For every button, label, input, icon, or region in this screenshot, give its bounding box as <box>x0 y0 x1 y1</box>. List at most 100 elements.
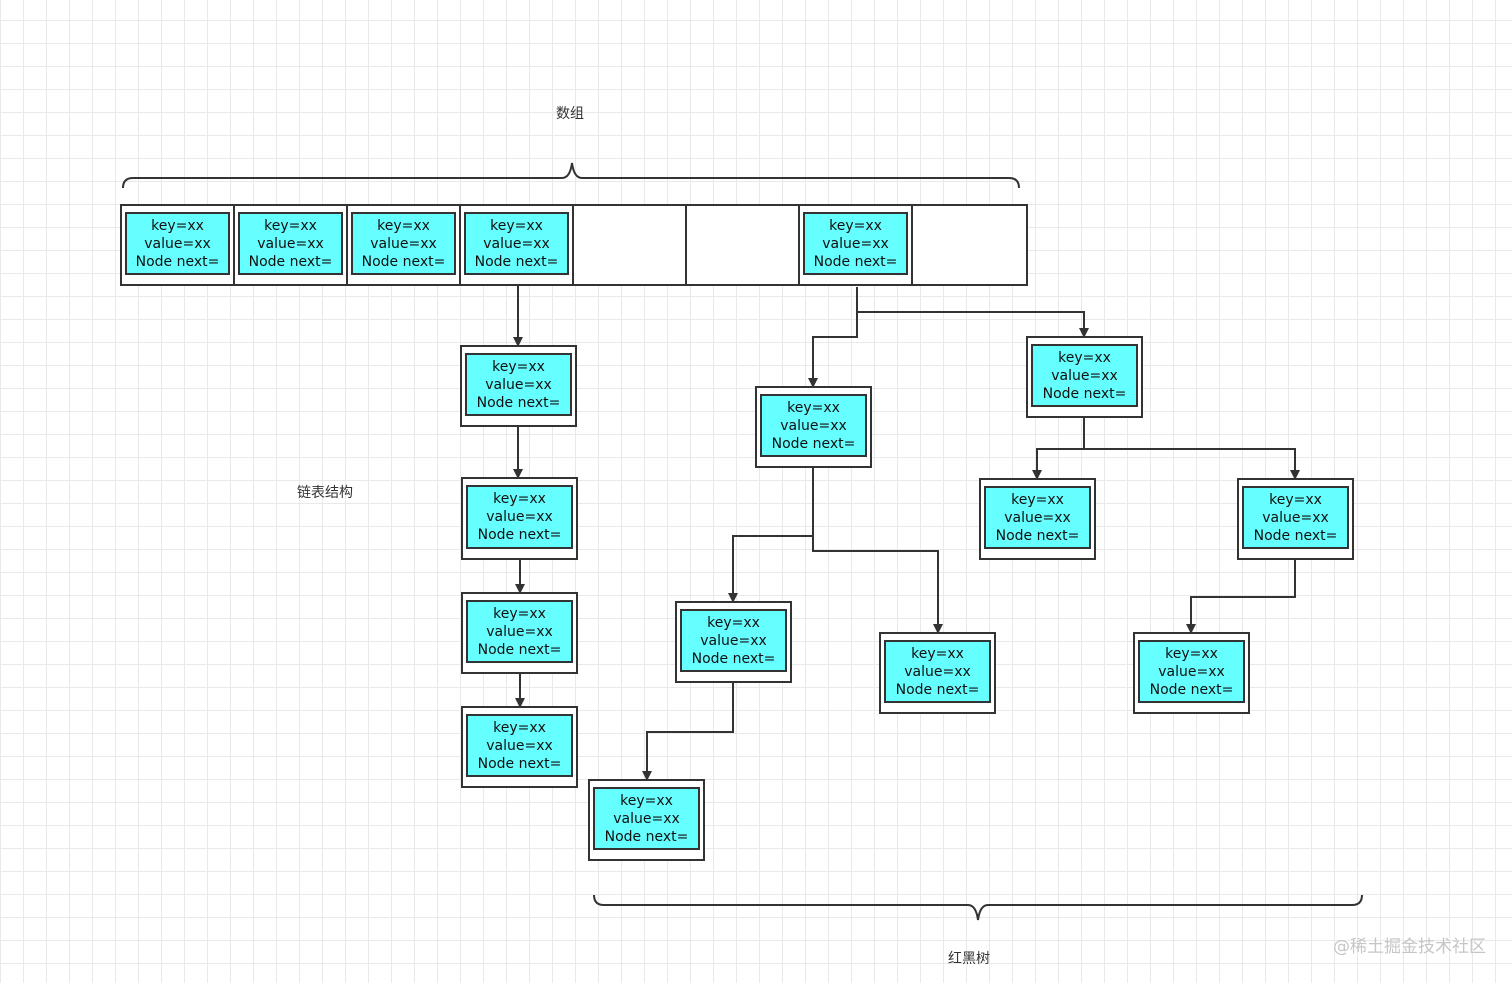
node-key: key=xx <box>1165 645 1218 662</box>
node-key: key=xx <box>377 217 430 234</box>
node-next: Node next= <box>476 394 561 411</box>
edge-slot7-right <box>857 311 1089 338</box>
node-value: value=xx <box>1004 509 1071 526</box>
node-key: key=xx <box>911 645 964 662</box>
list-node-4-body: key=xx value=xx Node next= <box>466 714 573 777</box>
tree-node-right-root-body: key=xx value=xx Node next= <box>1031 344 1138 407</box>
node-next: Node next= <box>995 527 1080 544</box>
node-next: Node next= <box>477 755 562 772</box>
watermark: @稀土掘金技术社区 <box>1333 937 1486 957</box>
edge-r2-rl <box>1032 418 1085 480</box>
node-value: value=xx <box>700 632 767 649</box>
tree-node-rrl: key=xx value=xx Node next= <box>1133 632 1250 714</box>
tree-node-rrl-body: key=xx value=xx Node next= <box>1138 640 1245 703</box>
node-key: key=xx <box>490 217 543 234</box>
tree-node-lll: key=xx value=xx Node next= <box>588 779 705 861</box>
array-slot-7-node: key=xx value=xx Node next= <box>803 212 908 275</box>
tree-node-rl-body: key=xx value=xx Node next= <box>984 486 1091 549</box>
tree-node-right-root: key=xx value=xx Node next= <box>1026 336 1143 418</box>
linked-list-label: 链表结构 <box>297 485 353 501</box>
node-key: key=xx <box>493 605 546 622</box>
array-slot-4: key=xx value=xx Node next= <box>459 204 574 286</box>
tree-node-ll-body: key=xx value=xx Node next= <box>680 609 787 672</box>
node-value: value=xx <box>144 235 211 252</box>
node-value: value=xx <box>780 417 847 434</box>
node-next: Node next= <box>361 253 446 270</box>
node-value: value=xx <box>486 509 553 525</box>
edge-slot7-left <box>808 287 858 388</box>
node-value: value=xx <box>483 235 550 252</box>
array-slot-4-node: key=xx value=xx Node next= <box>464 212 569 275</box>
tree-node-left-root-body: key=xx value=xx Node next= <box>760 394 867 457</box>
array-slot-6-empty <box>685 204 800 286</box>
array-slot-1: key=xx value=xx Node next= <box>120 204 235 286</box>
node-next: Node next= <box>248 253 333 270</box>
array-slot-8-empty <box>911 204 1028 286</box>
node-value: value=xx <box>1158 663 1225 680</box>
tree-node-lr: key=xx value=xx Node next= <box>879 632 996 714</box>
node-value: value=xx <box>486 737 553 754</box>
tree-node-rr-body: key=xx value=xx Node next= <box>1242 486 1349 549</box>
node-next: Node next= <box>813 253 898 270</box>
list-node-2-body: key=xx value=xx Node next= <box>466 485 573 549</box>
tree-node-lr-body: key=xx value=xx Node next= <box>884 640 991 703</box>
array-label: 数组 <box>556 106 584 122</box>
node-value: value=xx <box>486 623 553 640</box>
node-key: key=xx <box>707 614 760 631</box>
tree-node-ll: key=xx value=xx Node next= <box>675 601 792 683</box>
node-value: value=xx <box>485 376 552 393</box>
node-key: key=xx <box>829 217 882 234</box>
node-next: Node next= <box>135 253 220 270</box>
node-next: Node next= <box>474 253 559 270</box>
node-next: Node next= <box>895 681 980 698</box>
array-slot-3-node: key=xx value=xx Node next= <box>351 212 456 275</box>
node-next: Node next= <box>477 527 562 543</box>
array-slot-3: key=xx value=xx Node next= <box>346 204 461 286</box>
array-slot-2: key=xx value=xx Node next= <box>233 204 348 286</box>
tree-node-rl: key=xx value=xx Node next= <box>979 478 1096 560</box>
node-key: key=xx <box>151 217 204 234</box>
edge-r1-ll <box>728 468 814 603</box>
node-key: key=xx <box>1269 491 1322 508</box>
array-slot-7: key=xx value=xx Node next= <box>798 204 913 286</box>
node-value: value=xx <box>904 663 971 680</box>
list-node-1-body: key=xx value=xx Node next= <box>465 353 572 416</box>
node-value: value=xx <box>822 235 889 252</box>
node-value: value=xx <box>1051 367 1118 384</box>
list-node-4: key=xx value=xx Node next= <box>461 706 578 788</box>
node-next: Node next= <box>771 435 856 452</box>
list-node-1: key=xx value=xx Node next= <box>460 345 577 427</box>
edge-rr-rrl <box>1186 560 1296 634</box>
node-key: key=xx <box>1058 349 1111 366</box>
node-next: Node next= <box>477 641 562 658</box>
array-brace <box>122 162 1020 189</box>
array-slot-1-node: key=xx value=xx Node next= <box>125 212 230 275</box>
node-next: Node next= <box>1149 681 1234 698</box>
edge-r2-rr <box>1084 448 1300 480</box>
rbtree-brace <box>593 894 1363 921</box>
list-node-2: key=xx value=xx Node next= <box>461 477 578 560</box>
node-key: key=xx <box>1011 491 1064 508</box>
edge-r1-lr <box>812 536 943 634</box>
node-value: value=xx <box>1262 509 1329 526</box>
node-value: value=xx <box>613 810 680 827</box>
array-slot-5-empty <box>572 204 687 286</box>
node-key: key=xx <box>493 719 546 736</box>
node-next: Node next= <box>691 650 776 667</box>
tree-node-rr: key=xx value=xx Node next= <box>1237 478 1354 560</box>
node-next: Node next= <box>1042 385 1127 402</box>
tree-node-lll-body: key=xx value=xx Node next= <box>593 787 700 850</box>
tree-node-left-root: key=xx value=xx Node next= <box>755 386 872 468</box>
node-next: Node next= <box>604 828 689 845</box>
array-slot-2-node: key=xx value=xx Node next= <box>238 212 343 275</box>
node-key: key=xx <box>787 399 840 416</box>
node-key: key=xx <box>492 358 545 375</box>
node-key: key=xx <box>620 792 673 809</box>
list-node-3-body: key=xx value=xx Node next= <box>466 600 573 663</box>
node-next: Node next= <box>1253 527 1338 544</box>
rbtree-label: 红黑树 <box>948 951 990 967</box>
edge-ll-lll <box>642 683 734 781</box>
node-value: value=xx <box>257 235 324 252</box>
node-key: key=xx <box>264 217 317 234</box>
